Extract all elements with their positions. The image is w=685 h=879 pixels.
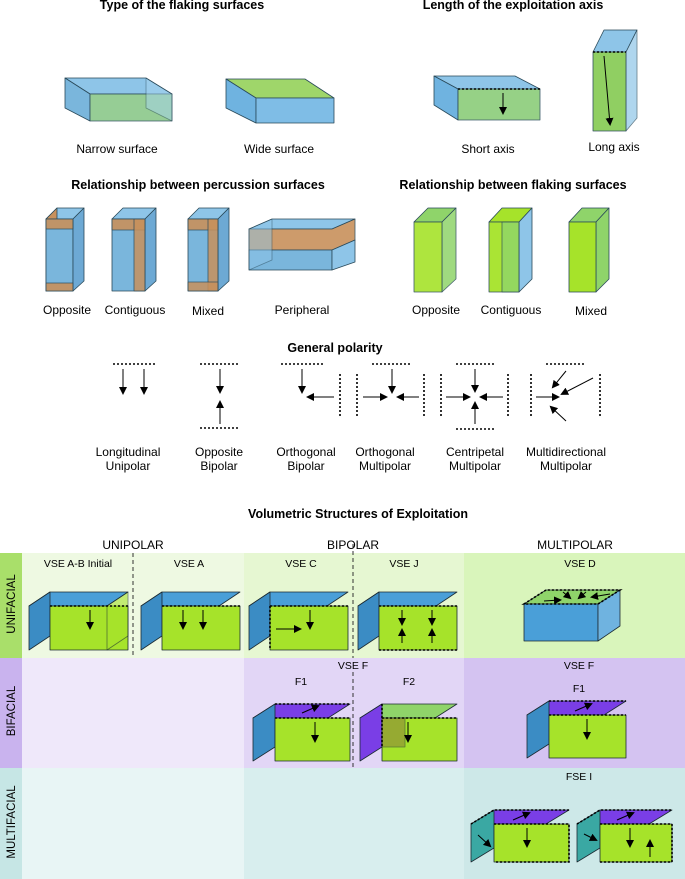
flaking-mixed-block [568,207,610,293]
percussion-mixed-block [187,207,230,292]
row-header-multifacial [0,768,22,879]
block-fse-i-1 [470,809,570,863]
narrow-surface-block [64,77,173,122]
section-title-percussion-relationship: Relationship between percussion surfaces [71,178,325,192]
flaking-opposite-block [413,207,457,293]
cell-label-vse-f-bipolar: VSE F [337,660,369,672]
section-title-exploitation-axis: Length of the exploitation axis [422,0,604,12]
label-percussion-opposite: Opposite [42,303,92,317]
cell-multifacial-unipolar [22,768,244,879]
label-percussion-peripheral: Peripheral [274,303,330,317]
cell-label-f1-multipolar: F1 [572,683,586,695]
row-header-bifacial [0,658,22,768]
short-axis-block [433,75,541,121]
label-flaking-contiguous: Contiguous [480,303,542,317]
polarity-6-arrow-b [560,377,594,395]
cell-label-fse-i: FSE I [565,771,593,783]
cell-label-vse-j: VSE J [389,558,419,570]
percussion-peripheral-block [248,218,356,271]
percussion-opposite-block [45,207,85,292]
block-vse-d [523,589,621,642]
label-percussion-mixed: Mixed [191,304,225,318]
cell-bifacial-unipolar [22,658,244,768]
label-flaking-mixed: Mixed [574,304,608,318]
flaking-contiguous-block [488,207,533,293]
percussion-contiguous-block [111,207,157,292]
block-vse-f1 [252,703,351,762]
wide-surface-block [225,78,335,124]
label-percussion-contiguous: Contiguous [104,303,166,317]
polarity-6-arrow-d [549,405,567,422]
cell-label-vse-f-multipolar: VSE F [563,660,595,672]
cell-label-f1: F1 [294,676,308,688]
label-flaking-opposite: Opposite [411,303,461,317]
block-fse-i-2 [576,809,673,863]
section-title-flaking-type: Type of the flaking surfaces [99,0,265,12]
polarity-6-arrow-a [551,370,567,389]
block-vse-a [140,591,241,651]
cell-multifacial-bipolar [244,768,464,879]
cell-label-vse-ab-initial: VSE A-B Initial [43,558,113,570]
column-header-multipolar: MULTIPOLAR [537,538,613,552]
cell-label-f2: F2 [402,676,416,688]
block-vse-c [248,591,349,651]
label-narrow-surface: Narrow surface [76,142,158,156]
cell-label-vse-d: VSE D [564,558,596,570]
label-short-axis: Short axis [461,142,515,156]
block-vse-f1-multipolar [526,700,627,759]
section-title-vse: Volumetric Structures of Exploitation [248,507,468,521]
label-long-axis: Long axis [588,140,640,154]
section-title-flaking-relationship: Relationship between flaking surfaces [399,178,627,192]
row-header-unifacial [0,553,22,658]
section-title-polarity: General polarity [287,341,383,355]
block-vse-j [357,591,458,651]
label-wide-surface: Wide surface [243,142,315,156]
cell-label-vse-a: VSE A [173,558,205,570]
column-header-unipolar: UNIPOLAR [102,538,164,552]
cell-label-vse-c: VSE C [285,558,317,570]
block-vse-ab-initial [28,591,129,651]
long-axis-block [592,29,638,132]
